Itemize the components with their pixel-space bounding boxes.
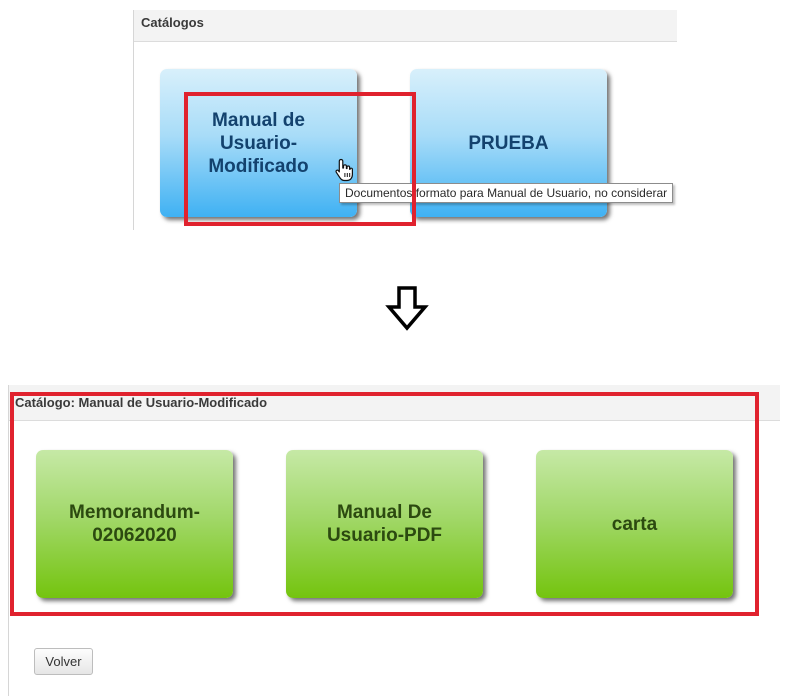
document-tile-label: Memorandum- 02062020	[69, 502, 200, 546]
hand-cursor-icon	[335, 158, 353, 182]
down-arrow-icon	[385, 286, 429, 331]
document-tile-memorandum[interactable]: Memorandum- 02062020	[36, 450, 233, 598]
catalogs-header: Catálogos	[134, 10, 677, 42]
catalog-detail-title: Catálogo: Manual de Usuario-Modificado	[15, 395, 268, 410]
catalogs-title: Catálogos	[141, 15, 204, 30]
catalog-tile-label: PRUEBA	[468, 132, 549, 154]
highlight-box-bottom	[10, 392, 759, 616]
document-tile-label: carta	[611, 513, 658, 535]
catalog-tooltip: Documentos formato para Manual de Usuari…	[339, 183, 674, 203]
document-tile-manual-pdf[interactable]: Manual De Usuario-PDF	[286, 450, 483, 598]
document-tile-carta[interactable]: carta	[536, 450, 733, 598]
catalog-detail-header: Catálogo: Manual de Usuario-Modificado	[9, 385, 780, 421]
document-tile-label: Manual De Usuario-PDF	[326, 502, 443, 546]
catalogs-panel: Catálogos	[133, 10, 677, 230]
catalog-detail-panel: Catálogo: Manual de Usuario-Modificado	[8, 385, 780, 696]
back-button[interactable]: Volver	[34, 648, 93, 675]
catalog-tile-label: Manual de Usuario- Modificado	[208, 109, 309, 177]
highlight-box-top	[184, 92, 416, 226]
